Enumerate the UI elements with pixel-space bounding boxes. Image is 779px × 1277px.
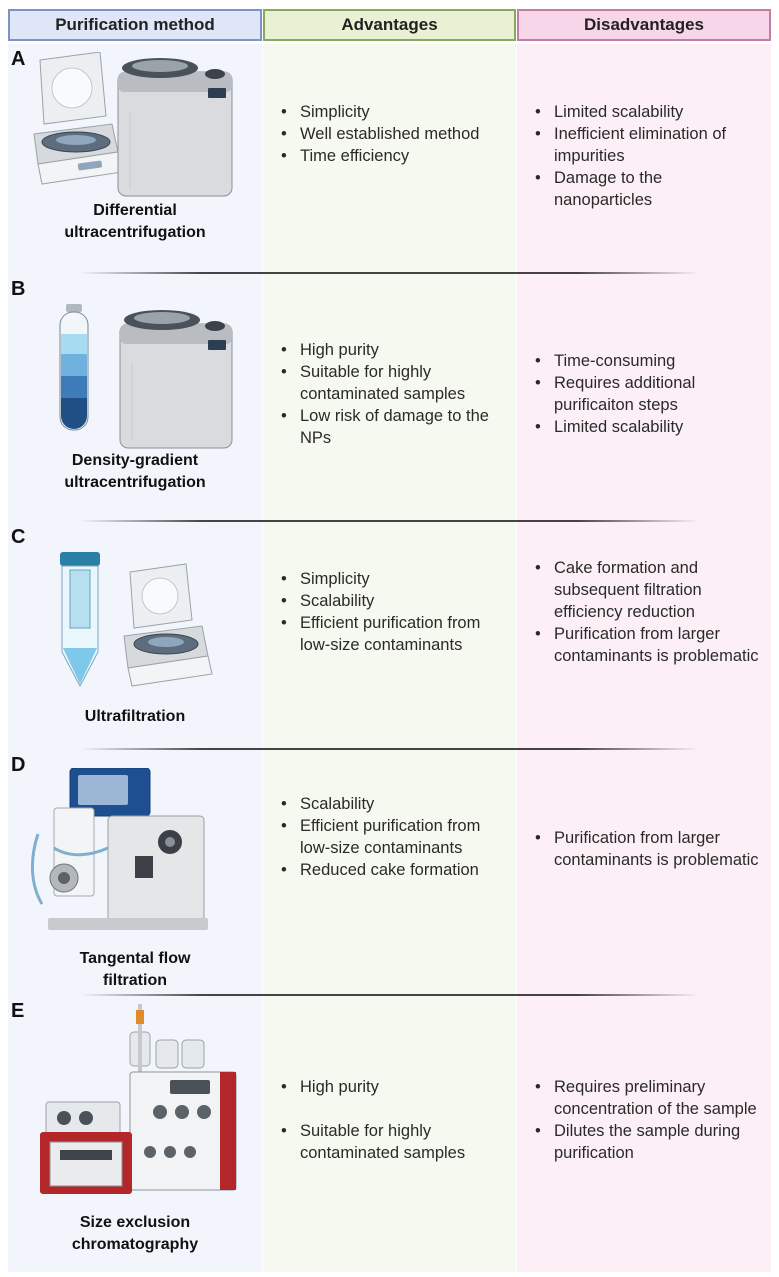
section-d: D Tangental flow filtration Scalability …	[0, 750, 779, 996]
advantages-column-bg	[263, 44, 516, 1272]
benchtop-centrifuge-icon	[33, 52, 123, 185]
section-divider	[80, 748, 700, 750]
method-name: Density-gradient ultracentrifugation	[64, 452, 206, 491]
list-item: High purity	[278, 339, 508, 361]
tangential-flow-system-illustration	[30, 768, 208, 930]
section-letter: E	[11, 1000, 25, 1022]
section-e: E Size exclusion chromatography	[0, 996, 779, 1272]
gradient-tube-icon	[59, 304, 89, 431]
floor-ultracentrifuge-icon	[119, 310, 233, 449]
ultrafiltration-illustration	[60, 552, 213, 688]
centrifugal-filter-tube-icon	[60, 552, 100, 688]
tff-system-icon	[30, 768, 208, 930]
chromatography-system-icon	[40, 1004, 237, 1194]
list-item: Suitable for highly contaminated samples	[278, 361, 508, 405]
section-letter: C	[11, 526, 26, 548]
header-disadvantages: Disadvantages	[517, 9, 771, 41]
list-item: Purification from larger contaminants is…	[532, 623, 764, 667]
list-item: Limited scalability	[532, 416, 764, 438]
section-a: A Differential ultracentrifugation Simpl…	[0, 44, 779, 274]
section-divider	[80, 272, 700, 274]
list-item: Low risk of damage to the NPs	[278, 405, 508, 449]
method-name: Ultrafiltration	[84, 708, 186, 725]
list-item: Cake formation and subsequent filtration…	[532, 557, 764, 623]
list-item: Time efficiency	[278, 145, 508, 167]
section-letter: A	[11, 48, 26, 70]
list-item: Damage to the nanoparticles	[532, 167, 764, 211]
disadvantages-list: Cake formation and subsequent filtration…	[532, 557, 764, 667]
advantages-list: High purity Suitable for highly contamin…	[278, 339, 508, 449]
method-name: Size exclusion chromatography	[71, 1214, 199, 1253]
list-item: Inefficient elimination of impurities	[532, 123, 764, 167]
method-name: Differential ultracentrifugation	[64, 202, 206, 241]
disadvantages-list: Requires preliminary concentration of th…	[532, 1076, 764, 1164]
benchtop-centrifuge-icon	[123, 563, 213, 687]
method-name: Tangental flow filtration	[79, 950, 191, 989]
list-item: Simplicity	[278, 568, 508, 590]
section-divider	[80, 520, 700, 522]
list-item: Reduced cake formation	[278, 859, 508, 881]
section-b: B Density-gradient ultracentrifugation H…	[0, 274, 779, 522]
disadvantages-list: Time-consuming Requires additional purif…	[532, 350, 764, 438]
list-item: Time-consuming	[532, 350, 764, 372]
advantages-list: Simplicity Well established method Time …	[278, 101, 508, 167]
chromatography-system-illustration	[40, 1004, 237, 1194]
floor-ultracentrifuge-icon	[117, 58, 233, 197]
list-item: Scalability	[278, 590, 508, 612]
section-c: C Ultrafiltration Simplicity Scalability…	[0, 522, 779, 750]
section-letter: B	[11, 278, 26, 300]
disadvantages-list: Limited scalability Inefficient eliminat…	[532, 101, 764, 211]
header-advantages: Advantages	[263, 9, 516, 41]
list-item: Efficient purification from low-size con…	[278, 815, 508, 859]
section-divider	[80, 994, 700, 996]
advantages-list: Scalability Efficient purification from …	[278, 793, 508, 881]
header-purification-method: Purification method	[8, 9, 262, 41]
list-item: Well established method	[278, 123, 508, 145]
ultracentrifuge-illustration	[33, 52, 233, 197]
section-letter: D	[11, 754, 26, 776]
disadvantages-list: Purification from larger contaminants is…	[532, 827, 764, 871]
list-item: Efficient purification from low-size con…	[278, 612, 508, 656]
list-item: Suitable for highly contaminated samples	[278, 1120, 508, 1164]
advantages-list: Simplicity Scalability Efficient purific…	[278, 568, 508, 656]
list-item: High purity	[278, 1076, 508, 1098]
density-gradient-illustration	[59, 304, 233, 449]
list-item: Limited scalability	[532, 101, 764, 123]
advantages-list: High purity Suitable for highly contamin…	[278, 1076, 508, 1164]
list-item: Scalability	[278, 793, 508, 815]
list-item: Simplicity	[278, 101, 508, 123]
list-item: Dilutes the sample during purification	[532, 1120, 764, 1164]
list-item: Requires additional purificaiton steps	[532, 372, 764, 416]
list-item: Requires preliminary concentration of th…	[532, 1076, 764, 1120]
list-item: Purification from larger contaminants is…	[532, 827, 764, 871]
